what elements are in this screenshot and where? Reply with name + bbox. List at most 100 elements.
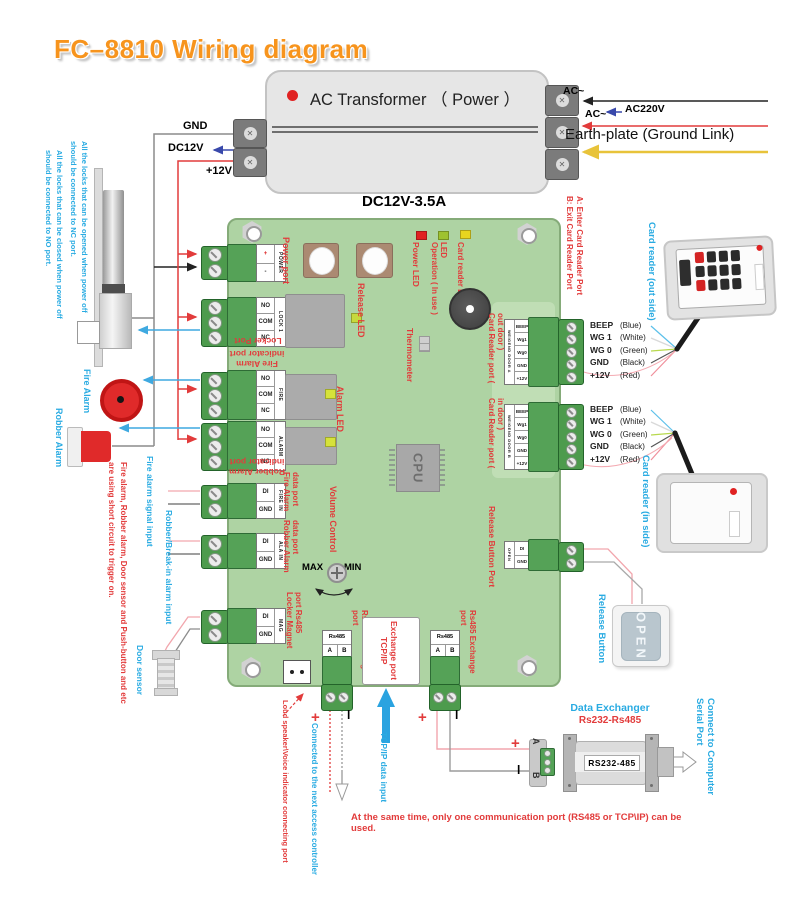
thermometer-icon [419, 336, 430, 352]
rs485-left-body [322, 656, 352, 685]
trigger-note: Fire alarm, Robber alarm, Door sensor an… [107, 462, 128, 704]
reader-b-screws [558, 404, 584, 470]
screw-icon [208, 301, 222, 315]
rs485-left-strip: Rs485 A B [322, 630, 352, 658]
rs485-right-strip: Rs485 A B [430, 630, 460, 658]
screw-icon [324, 692, 336, 703]
operation-led-icon [438, 231, 449, 240]
screw-icon [565, 359, 577, 370]
screw-icon [565, 431, 577, 443]
plus12v-label: +12V [206, 165, 232, 177]
card-reader-led-icon [460, 230, 471, 239]
screw-icon [208, 455, 222, 469]
screw-icon [208, 263, 222, 278]
screw-icon [208, 248, 222, 263]
release-button-wires [580, 548, 643, 604]
ala-in-body [227, 533, 258, 569]
screw-icon [338, 692, 350, 703]
release-port-body [528, 539, 559, 571]
transformer-terminal-ac1: ✕ [545, 85, 579, 116]
reader-b-label: Card Reader port ( in door ) [487, 398, 505, 469]
robber-alarm-label: Robber Alarm [54, 408, 64, 468]
screw-icon [565, 371, 577, 383]
minus-mark: l [455, 708, 459, 722]
reader-a-screws [558, 319, 584, 385]
screw-icon [208, 627, 222, 642]
tcpip-input-label: TCP/IP data input [379, 732, 389, 803]
dc12v-label: DC12V [168, 142, 204, 154]
alarm-port-screws [201, 423, 229, 471]
wire-label: GND(Black) [590, 357, 645, 367]
screw-icon [565, 545, 577, 556]
lock-port-body [227, 297, 258, 347]
speaker-port-label: Loud speaker\Voice indicator connecting … [281, 700, 290, 863]
ac220v-label: AC220V [625, 103, 665, 115]
screw-icon [565, 406, 577, 418]
screw-icon [565, 444, 577, 455]
screw-icon [565, 346, 577, 358]
transformer-label: AC Transformer （ Power ） [310, 91, 520, 109]
robber-data-label: Robber Alarm data port [282, 520, 300, 573]
rating-label: DC12V-3.5A [362, 193, 447, 210]
connected-next-label: Connected to the next access controller [310, 723, 319, 876]
speaker-port [283, 660, 311, 684]
wire-label: +12V(Red) [590, 454, 641, 464]
operation-led-label: Operation ( In use ) LED [430, 242, 448, 315]
screw-icon [208, 404, 222, 418]
power-port-body [227, 244, 258, 282]
fire-data-label: Fire Alarm data port [282, 472, 300, 512]
reader-led-icon [730, 488, 737, 495]
transformer-terminal-gnd: ✕ [233, 119, 267, 148]
thermometer-label: Thermometer [405, 328, 415, 383]
reader-a-body [528, 317, 559, 387]
wire-label: WG 0(Green) [590, 345, 648, 355]
fire-alarm-bell [100, 379, 143, 422]
robber-signal-label: Robber/Break-in alarm input [164, 510, 174, 625]
volume-max-label: MAX [302, 562, 324, 573]
volume-pot-icon [327, 563, 347, 583]
rs485-left-screws [321, 684, 353, 711]
release-led-label: Release LED [356, 283, 366, 338]
ala-in-screws [201, 535, 229, 569]
volume-min-label: MIN [344, 562, 362, 573]
fire-signal-label: Fire alarm signal input [145, 456, 155, 547]
lock-relay [285, 294, 345, 348]
keypad-icon [694, 249, 742, 292]
wire-label: GND(Black) [590, 441, 645, 451]
mount-hole [516, 655, 538, 677]
rs485-right-screws [429, 684, 461, 711]
wire-label: WG 1(White) [590, 332, 646, 342]
screw-icon [565, 558, 577, 569]
fire-port-screws [201, 372, 229, 420]
cpu-chip: CPU [396, 444, 440, 492]
screw-icon [432, 692, 444, 703]
minus-mark: l [347, 708, 351, 722]
buzzer-icon [449, 288, 491, 330]
screw-icon [208, 389, 222, 403]
fire-in-screws [201, 485, 229, 519]
transformer-wires [581, 96, 768, 160]
release-button-device: OPEN [612, 605, 670, 667]
transformer-terminal-earth: ✕ [545, 149, 579, 180]
exchanger-device-label: RS232-485 [584, 755, 640, 771]
tcpip-port-label: TCP/IP Exchange port [379, 621, 399, 681]
locker-port-label: Locker Port [234, 336, 282, 346]
power-port-screws [201, 246, 229, 280]
note-no: All the locks that can be closed when po… [44, 150, 64, 319]
ac-mid-label: AC~ [585, 108, 607, 120]
lock-port-screws [201, 299, 229, 347]
mount-hole [516, 223, 538, 245]
volume-control-label: Volume Control [328, 486, 338, 553]
screw-icon [208, 537, 222, 552]
screw-icon [208, 316, 222, 330]
open-button-text: OPEN [633, 612, 649, 661]
fire-port-body [227, 370, 258, 420]
gnd-label: GND [183, 120, 208, 132]
